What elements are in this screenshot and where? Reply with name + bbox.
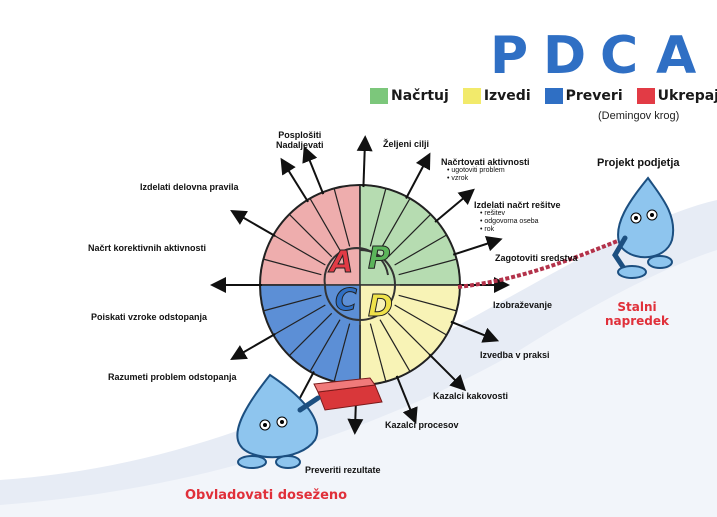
legend-swatch [462, 88, 481, 104]
legend-label: Izvedi [483, 88, 531, 104]
label-zeljeni-cilji: Željeni cilji [383, 139, 430, 149]
label-obvladovati-dosezeno: Obvladovati doseženo [185, 488, 348, 503]
label-izdelati-plan-title: Izdelati načrt rešitve [474, 200, 561, 210]
title-letter-c: C [600, 26, 639, 86]
label-stalni-napredek: Stalni napredek [605, 300, 669, 328]
center-letter-d: D [368, 289, 393, 324]
wheel-spoke [394, 234, 447, 266]
label-projekt-podjetja: Projekt podjetja [597, 157, 680, 169]
label-nacrtovati-sub-1: • ugotoviti problem [447, 167, 505, 175]
legend-label: Ukrepaj [657, 88, 717, 104]
wheel-spoke [263, 294, 322, 312]
legend-swatch [636, 88, 655, 104]
wheel-spoke [263, 258, 322, 276]
water-drop-character-right [612, 176, 675, 279]
center-letter-p: P [368, 241, 390, 276]
legend-item-check: Preveri [544, 88, 623, 104]
wheel-spoke [273, 304, 326, 336]
legend-item-act: Ukrepaj [636, 88, 717, 104]
wheel-spoke [309, 319, 341, 372]
label-izdelati-nacrt-resitve: Izdelati načrt rešitve • rešitev • odgov… [474, 200, 561, 234]
outer-arrow [452, 235, 503, 256]
label-izdelati-plan-sub-1: • rešitev [480, 210, 506, 218]
outer-arrow [280, 157, 309, 203]
legend-item-plan: Načrtuj [370, 88, 449, 104]
legend-swatch [544, 88, 563, 104]
rope [457, 236, 626, 289]
label-izdelati-delovna-pravila: Izdelati delovna pravila [140, 182, 239, 192]
subtitle: (Demingov krog) [598, 110, 680, 122]
wheel-spoke [288, 213, 333, 258]
title-letter-p: P [490, 26, 529, 86]
label-izvedba-v-praksi: Izvedba v praksi [480, 350, 550, 360]
wheel-spoke [379, 198, 411, 251]
wheel-spokes [260, 185, 460, 385]
wheel-spoke [394, 304, 447, 336]
wheel-spoke [398, 294, 457, 312]
label-izdelati-plan-sub-3: • rok [480, 226, 495, 234]
wheel-spoke [379, 319, 411, 372]
wheel-spoke [309, 198, 341, 251]
center-letter-a: A [328, 245, 353, 280]
label-nacrtovati-title: Načrtovati aktivnosti [441, 157, 530, 167]
legend-item-do: Izvedi [462, 88, 531, 104]
label-nacrtovati-aktivnosti: Načrtovati aktivnosti • ugotoviti proble… [441, 157, 530, 183]
outer-arrow [302, 145, 325, 195]
label-nacrt-korektivnih: Načrt korektivnih aktivnosti [88, 243, 207, 253]
outer-arrow [230, 210, 276, 237]
label-posplositi: Posplošiti Nadaljevati [276, 130, 324, 151]
outer-arrow [428, 353, 467, 392]
wheel-spoke [398, 258, 457, 276]
label-izdelati-plan-sub-2: • odgovorna oseba [480, 218, 539, 226]
label-kazalci-procesov: Kazalci procesov [385, 420, 459, 430]
wedge-block-top [313, 377, 376, 393]
water-drop-character-left [236, 373, 321, 469]
wheel-spoke [333, 323, 351, 382]
wheel-spoke [273, 234, 326, 266]
title-letter-a: A [656, 26, 697, 86]
title-letter-d: D [543, 26, 587, 86]
wheel-spoke [288, 312, 333, 357]
inner-spiral [323, 247, 396, 321]
label-zagotoviti-sredstva: Zagotoviti sredstva [495, 253, 578, 263]
outer-arrow [395, 375, 418, 425]
label-kazalci-kakovosti: Kazalci kakovosti [433, 391, 509, 401]
label-preveriti-rezultate: Preveriti rezultate [305, 465, 381, 475]
wheel-spoke [387, 312, 432, 357]
legend-label: Načrtuj [391, 88, 449, 104]
outer-arrow [434, 188, 475, 223]
label-nacrtovati-sub-2: • vzrok [447, 175, 469, 183]
legend-label: Preveri [565, 88, 623, 104]
outer-arrow [450, 320, 500, 343]
outer-arrow [230, 333, 276, 360]
wheel-spoke [369, 188, 387, 247]
label-izobrazevanje: Izobraževanje [493, 300, 553, 310]
label-razumeti-problem: Razumeti problem odstopanja [108, 372, 237, 382]
wheel-spoke [333, 188, 351, 247]
center-letter-c: C [335, 283, 357, 318]
outer-arrow [356, 135, 373, 188]
wheel-spoke [369, 323, 387, 382]
legend-swatch [370, 88, 388, 104]
wheel-spoke [387, 213, 432, 258]
outer-arrow [405, 152, 431, 199]
label-poiskati-vzroke: Poiskati vzroke odstopanja [91, 312, 208, 322]
legend: Načrtuj Izvedi Preveri Ukrepaj [370, 88, 717, 104]
